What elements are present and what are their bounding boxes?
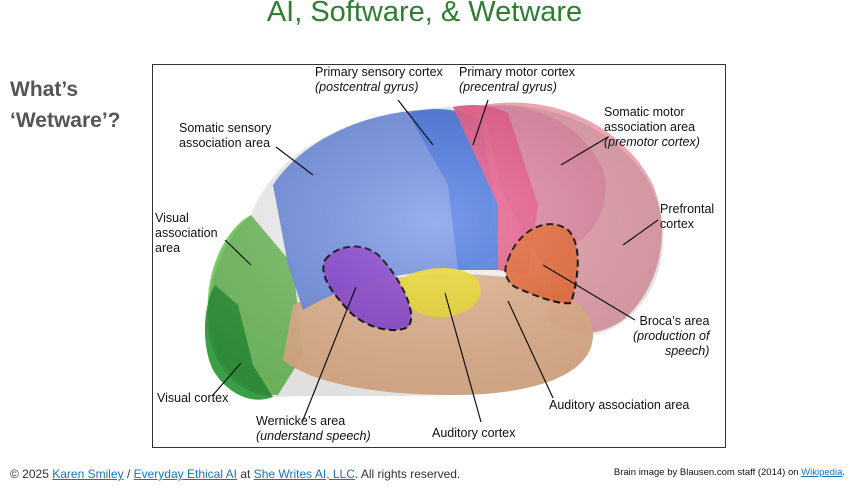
footer-image-credit: Brain image by Blausen.com staff (2014) …: [614, 467, 845, 478]
publication-link[interactable]: Everyday Ethical AI: [133, 467, 238, 481]
brain-shading: [207, 104, 664, 397]
leader-lines: [212, 99, 659, 423]
footer-rights: . All rights reserved.: [354, 467, 461, 481]
side-heading: What’s ‘Wetware’?: [10, 74, 120, 136]
label-primary-sensory: Primary sensory cortex (postcentral gyru…: [315, 65, 443, 94]
credit-suffix: .: [842, 467, 845, 478]
slide-title: AI, Software, & Wetware: [266, 0, 583, 28]
footer-at: at: [240, 467, 251, 481]
brain-diagram: Primary sensory cortex (postcentral gyru…: [152, 64, 726, 448]
author-link[interactable]: Karen Smiley: [52, 467, 124, 481]
label-visual-association: Visual association area: [155, 211, 218, 255]
copyright-prefix: © 2025: [10, 467, 49, 481]
label-somatic-motor: Somatic motor association area (premotor…: [604, 105, 700, 149]
footer-separator: /: [126, 467, 131, 481]
label-auditory-association: Auditory association area: [549, 398, 690, 412]
company-link[interactable]: She Writes AI, LLC: [253, 467, 355, 481]
side-heading-line1: What’s: [10, 78, 79, 101]
label-broca: Broca’s area (production of speech): [633, 314, 710, 358]
label-visual-cortex: Visual cortex: [157, 391, 229, 405]
footer-copyright: © 2025 Karen Smiley / Everyday Ethical A…: [10, 467, 460, 481]
label-primary-motor: Primary motor cortex (precentral gyrus): [459, 65, 575, 94]
label-wernicke: Wernicke’s area (understand speech): [256, 414, 371, 443]
side-heading-line2: ‘Wetware’?: [10, 109, 121, 132]
credit-prefix: Brain image by Blausen.com staff (2014) …: [613, 467, 799, 478]
brain-illustration: [204, 99, 664, 423]
label-somatic-sensory: Somatic sensory association area: [179, 121, 272, 150]
label-auditory-cortex: Auditory cortex: [432, 426, 516, 440]
label-prefrontal: Prefrontal cortex: [660, 202, 715, 231]
wikipedia-link[interactable]: Wikipedia: [801, 467, 843, 478]
